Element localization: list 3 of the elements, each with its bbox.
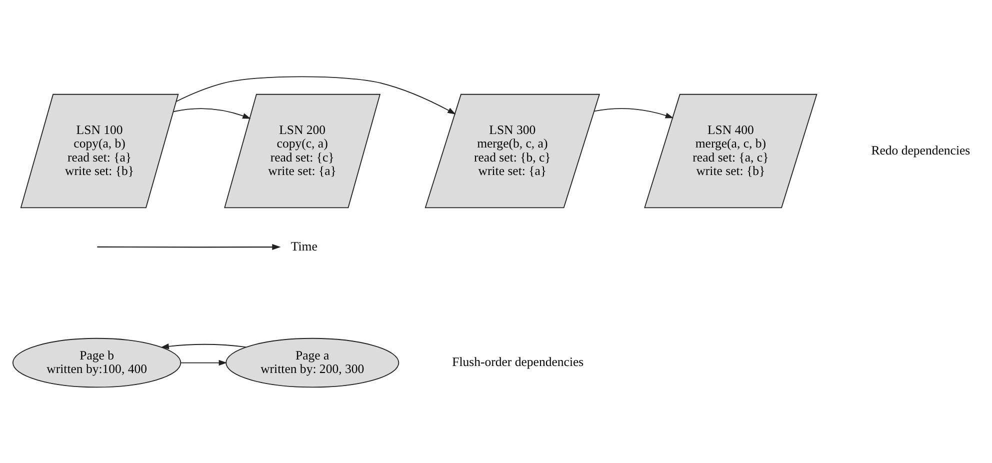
label: Redo dependencies (871, 142, 970, 157)
label: Flush-order dependencies (452, 354, 584, 369)
label: Time (290, 238, 318, 253)
